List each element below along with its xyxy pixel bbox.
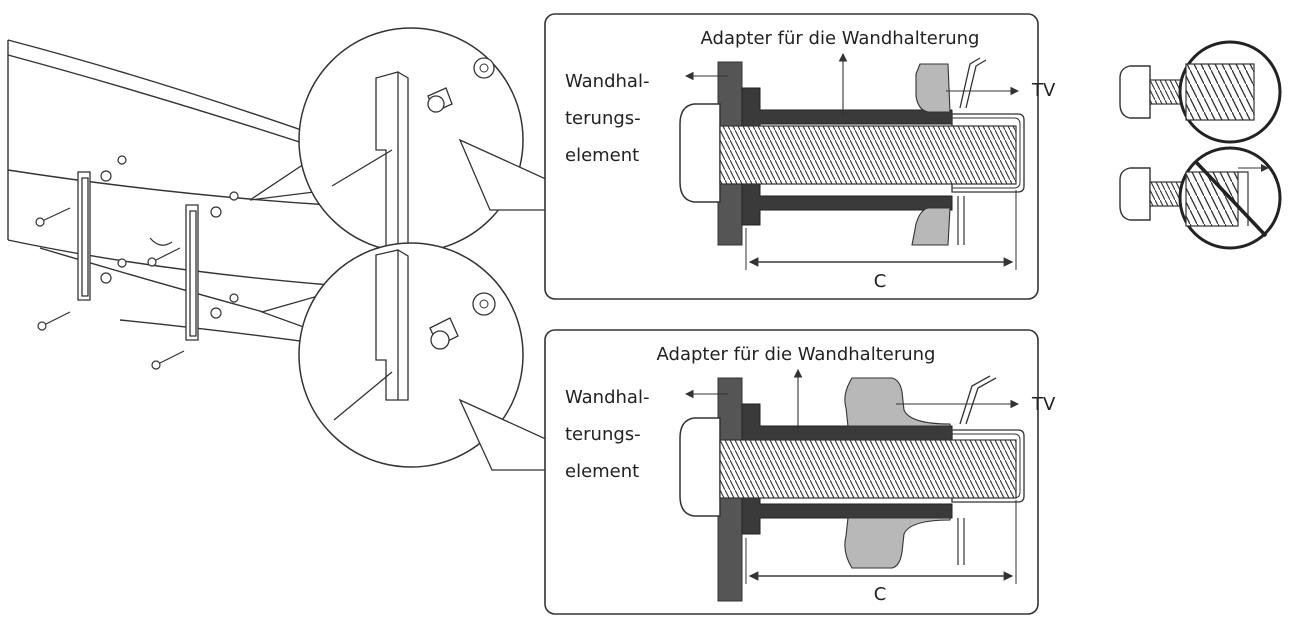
screw-icon — [37, 311, 71, 331]
tv-bracket-right — [185, 204, 199, 341]
screw-icon — [147, 247, 181, 267]
screw-example-correct — [1119, 40, 1282, 144]
adapter-label: Adapter für die Wandhalterung — [701, 28, 980, 49]
spacer-icon — [210, 191, 239, 218]
zoom-circle-top — [298, 27, 524, 263]
tv-label: TV — [1031, 80, 1056, 101]
bracket-label-line-1: Wandhal- — [565, 387, 649, 408]
tv-back-illustration — [7, 39, 331, 346]
bracket-label-line-2: terungs- — [565, 424, 641, 445]
no-sign-icon — [1194, 160, 1268, 238]
spacer-icon — [210, 293, 239, 319]
detail-panel-top: Adapter für die Wandhalterung Wandhal- t… — [544, 13, 1056, 300]
bracket-label-line-1: Wandhal- — [565, 71, 649, 92]
tv-screws — [35, 155, 239, 370]
bracket-label-line-2: terungs- — [565, 108, 641, 129]
tv-label: TV — [1031, 394, 1056, 415]
screw-icon — [35, 207, 71, 227]
thread-ok-icon — [1185, 63, 1255, 121]
bracket-label-line-3: element — [565, 145, 639, 166]
bracket-label-line-3: element — [565, 461, 639, 482]
spacer-icon — [100, 155, 127, 182]
spacer-icon — [100, 258, 127, 284]
screw-example-incorrect — [1119, 146, 1282, 250]
panel-pointers — [458, 138, 549, 471]
dimension-c-label: C — [874, 584, 887, 605]
tv-bracket-left — [77, 171, 91, 301]
dimension-c-label: C — [874, 271, 887, 292]
screw-icon — [151, 350, 185, 370]
adapter-label: Adapter für die Wandhalterung — [657, 344, 936, 365]
detail-panel-bottom: Adapter für die Wandhalterung Wandhal- t… — [544, 329, 1056, 615]
